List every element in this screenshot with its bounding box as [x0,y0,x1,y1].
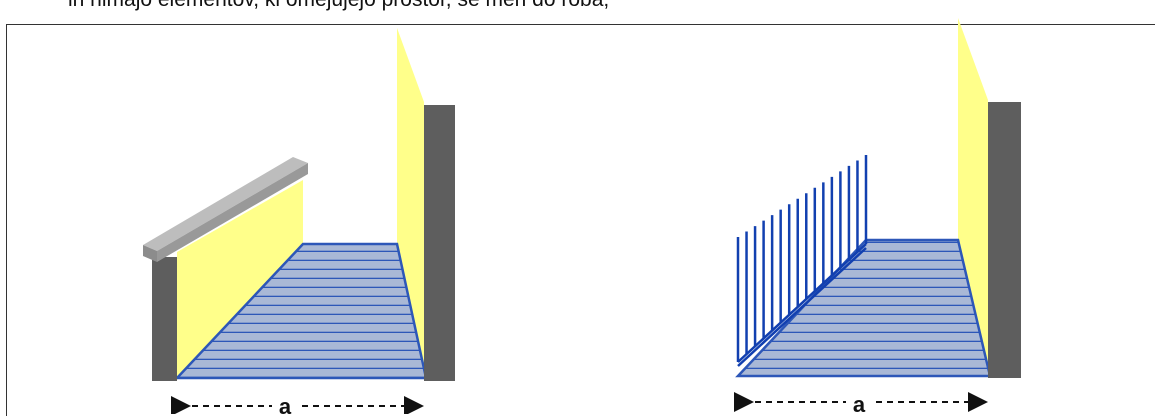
parapet-wall [177,180,303,380]
parapet-post [152,257,177,381]
dimension-label: a [853,392,866,414]
striped-floor [735,238,992,378]
wall-column [424,105,455,381]
railing-bottom-rail [737,243,867,363]
dimension-label-bg [272,394,298,414]
figure-frame [6,24,1155,416]
dimension-label: a [279,394,292,414]
back-wall [958,18,988,378]
railing [736,155,868,367]
wall-column [988,102,1021,378]
caption-text: in nimajo elementov, ki omejujejo prosto… [68,0,609,12]
left-figure: a [143,28,455,414]
coping-front [143,245,157,262]
coping-side [157,163,308,262]
dimension-label-bg [846,392,872,414]
railing-base-rail [737,247,867,367]
coping-top [143,157,308,251]
right-figure: a [734,18,1021,414]
back-wall [397,28,424,380]
